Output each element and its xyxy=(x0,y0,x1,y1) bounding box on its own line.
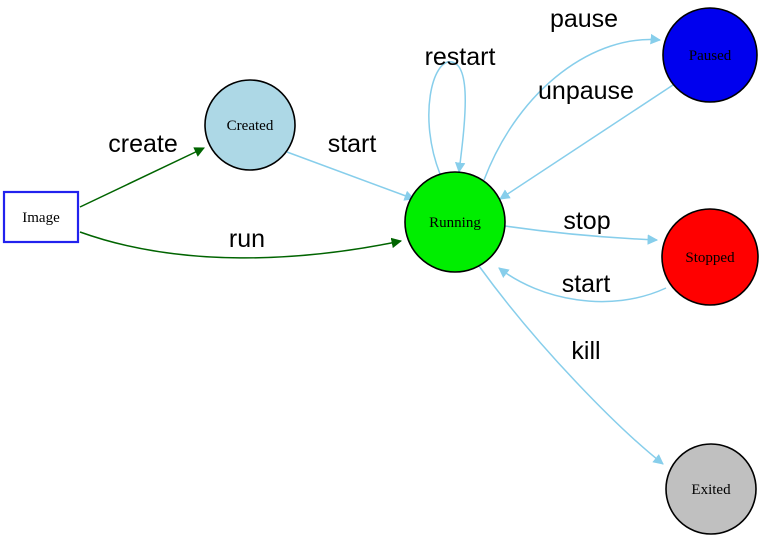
edge-label-pause: pause xyxy=(550,5,618,33)
edges-layer xyxy=(79,33,674,465)
edge-kill[interactable] xyxy=(478,265,664,465)
node-stopped[interactable] xyxy=(661,208,759,306)
edge-labels-layer: create run start restart pause unpause s… xyxy=(108,5,634,365)
edge-start-created[interactable] xyxy=(286,151,415,201)
node-paused[interactable] xyxy=(662,7,758,103)
edge-create[interactable] xyxy=(79,147,205,208)
node-created[interactable] xyxy=(204,79,296,171)
node-created-label: Created xyxy=(227,118,274,134)
edge-run[interactable] xyxy=(79,231,403,259)
edge-restart-self-loop[interactable] xyxy=(428,61,466,175)
node-stopped-label: Stopped xyxy=(685,250,735,266)
node-paused-label: Paused xyxy=(689,48,732,64)
edge-label-start-stopped: start xyxy=(562,270,611,298)
edge-unpause[interactable] xyxy=(499,84,674,200)
edge-label-start-created: start xyxy=(328,130,377,158)
edge-label-run: run xyxy=(229,225,265,253)
edge-stop[interactable] xyxy=(504,225,659,245)
edge-label-kill: kill xyxy=(571,337,600,365)
edge-label-restart: restart xyxy=(425,43,496,71)
edge-label-stop: stop xyxy=(563,207,610,235)
nodes-layer: Image Created Running Paused Stopped Exi… xyxy=(2,7,759,535)
node-running[interactable] xyxy=(404,171,506,273)
edge-start-stopped[interactable] xyxy=(498,267,667,303)
edge-pause[interactable] xyxy=(483,33,662,181)
node-exited[interactable] xyxy=(665,443,757,535)
node-image-label: Image xyxy=(22,210,60,226)
node-image[interactable] xyxy=(2,190,80,244)
node-running-label: Running xyxy=(429,215,481,231)
node-exited-label: Exited xyxy=(691,482,731,498)
edge-label-create: create xyxy=(108,130,177,158)
edge-label-unpause: unpause xyxy=(538,77,634,105)
